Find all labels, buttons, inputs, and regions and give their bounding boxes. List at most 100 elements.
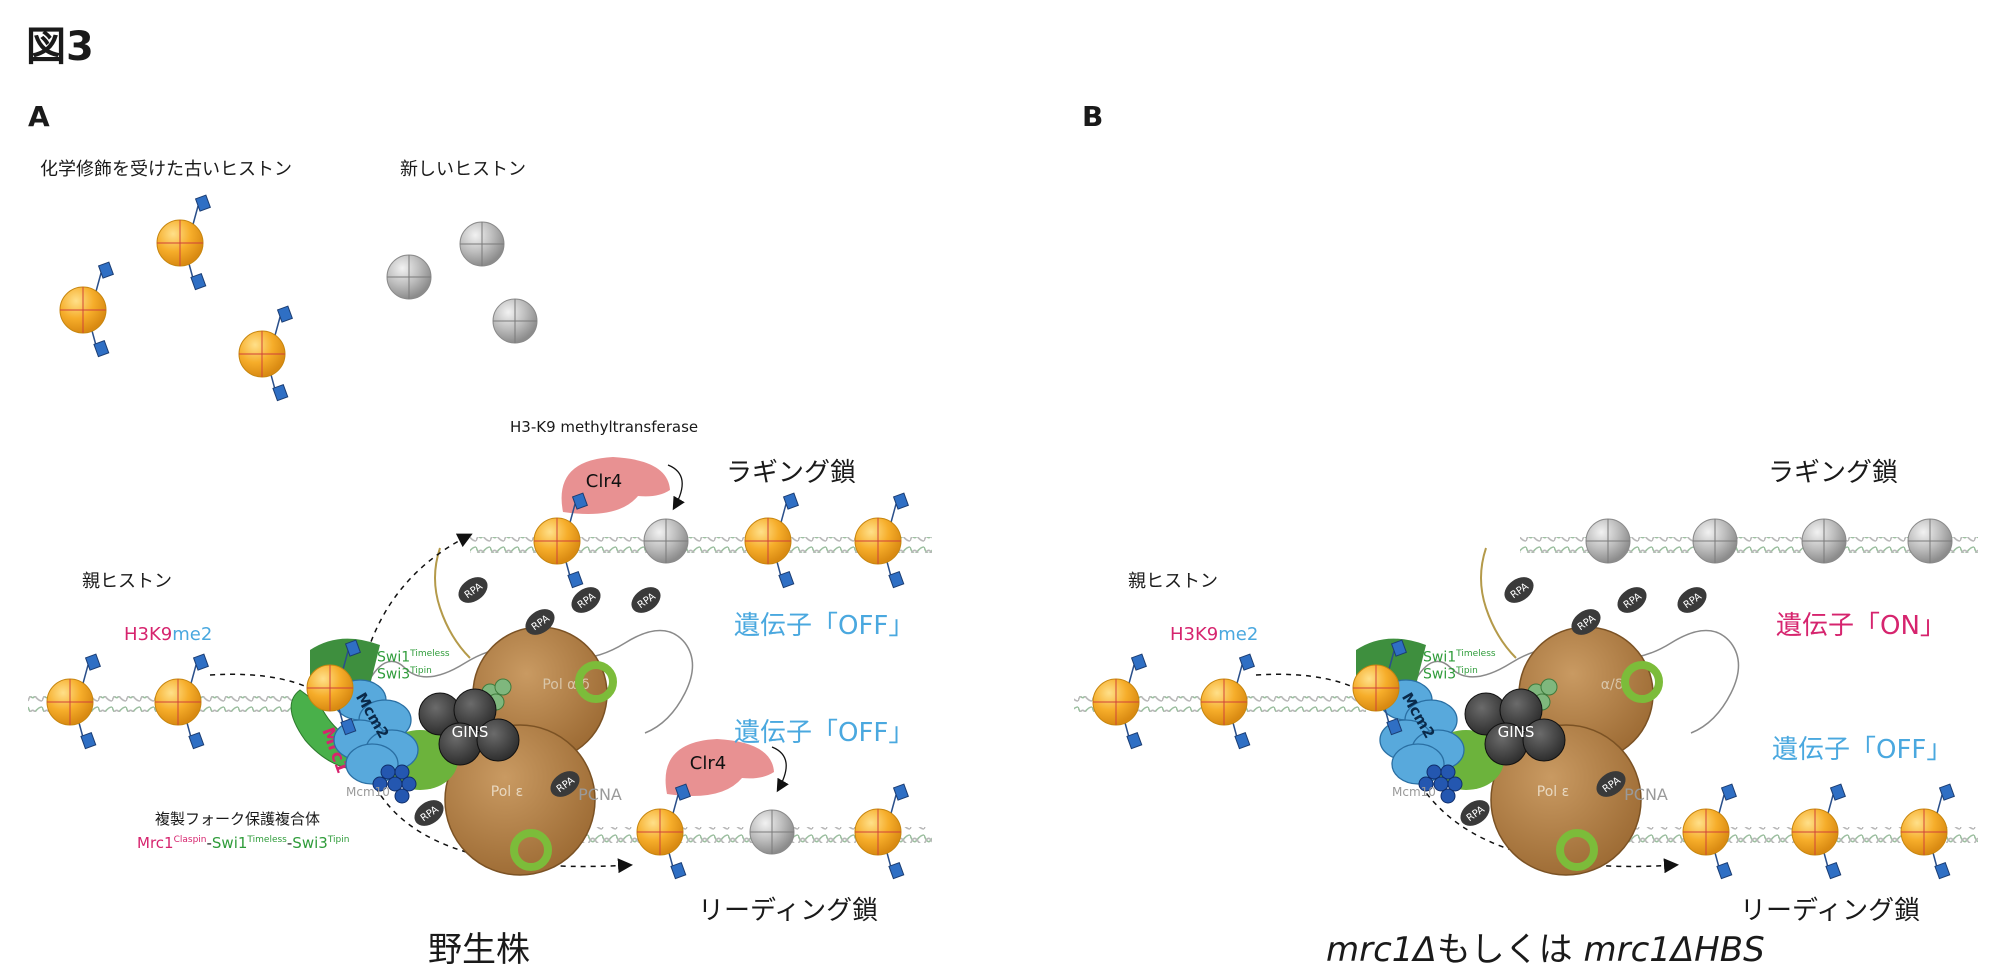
methyl-mark-flag: [190, 272, 207, 291]
transfer-arrow-leading-b: [1399, 739, 1679, 874]
rpa-protein: RPA: [414, 800, 444, 826]
methyl-mark-flag: [188, 731, 205, 750]
old-histone-nucleosome: [306, 639, 361, 736]
methyl-mark-flag: [892, 783, 909, 801]
methyl-mark-flag: [1234, 731, 1251, 750]
methyl-mark-flag: [674, 783, 691, 801]
old-histone-nucleosome: [1791, 783, 1846, 880]
rpa-protein: RPA: [525, 609, 555, 635]
mcm10-subunit: [1440, 788, 1456, 804]
methyl-mark-flag: [888, 861, 905, 880]
methyl-mark-flag: [1825, 861, 1842, 880]
gins-label: GINS: [1498, 723, 1535, 741]
complex-caption: 複製フォーク保護複合体: [155, 810, 321, 828]
old-histone-nucleosome: [744, 492, 799, 589]
pol-alpha-delta-label: α/δ: [1601, 677, 1624, 693]
parent-histone-label-b: 親ヒストン: [1128, 571, 1218, 592]
new-histone-nucleosome: [1801, 518, 1847, 564]
lagging-strand-label-a: ラギング鎖: [726, 458, 857, 488]
lagging-okazaki-dna: [434, 547, 471, 659]
pol-epsilon: [1490, 724, 1642, 876]
gins-complex: GINS: [1464, 688, 1566, 766]
gins-complex: GINS: [418, 688, 520, 766]
panel-b-label: B: [1082, 100, 1104, 133]
methylation-arrow: [771, 746, 789, 793]
strain-wildtype: 野生株: [428, 930, 530, 970]
mcm10-label: Mcm10: [1392, 785, 1436, 799]
swi1-label-a: Swi1Timeless: [377, 649, 450, 666]
old-histone-nucleosome: [636, 783, 691, 880]
new-histone-caption: 新しいヒストン: [400, 159, 526, 180]
methyl-mark-flag: [892, 492, 909, 510]
methyl-mark-flag: [1126, 731, 1143, 750]
new-histone-nucleosome: [643, 518, 689, 564]
mcm10-subunit: [1418, 776, 1434, 792]
pol-epsilon: [444, 724, 596, 876]
methyl-mark-flag: [571, 492, 588, 510]
methyl-mark-flag: [276, 305, 293, 323]
complex-composition: Mrc1Claspin-Swi1Timeless-Swi3Tipin: [137, 834, 350, 852]
pcna-label: PCNA: [578, 785, 622, 804]
old-histone-nucleosome: [1352, 639, 1407, 736]
methyl-mark-flag: [778, 570, 795, 589]
dna-helix: [1520, 537, 1978, 553]
methyl-mark-flag: [1934, 861, 1951, 880]
swi3-label-a: Swi3Tipin: [377, 666, 432, 683]
new-histone-nucleosome: [386, 254, 432, 300]
methylation-arrow: [667, 464, 685, 511]
gene-off-top-a: 遺伝子「OFF」: [734, 611, 915, 641]
gene-on-b: 遺伝子「ON」: [1776, 611, 1946, 641]
methyl-mark-flag: [670, 861, 687, 880]
h3k9-text: H3K9: [124, 624, 173, 645]
swi1-label-b: Swi1Timeless: [1423, 649, 1496, 666]
methyl-mark-flag: [1938, 783, 1955, 801]
clr4-methyltransferase: Clr4: [665, 739, 789, 796]
methyl-mark-flag: [93, 339, 110, 358]
methyl-mark-flag: [84, 653, 101, 671]
old-histone-nucleosome: [238, 305, 293, 402]
pcna-label: PCNA: [1624, 785, 1668, 804]
old-histone-nucleosome: [46, 653, 101, 750]
methyl-mark-flag: [194, 194, 211, 212]
old-histone-nucleosome: [59, 261, 114, 358]
histone-layer: [46, 194, 1955, 880]
new-histone-nucleosome: [1585, 518, 1631, 564]
new-histone-nucleosome: [492, 298, 538, 344]
me2-text: me2: [172, 624, 213, 645]
rpa-protein: RPA: [1596, 771, 1626, 797]
methyl-mark-flag: [782, 492, 799, 510]
clr4-label: Clr4: [586, 471, 622, 492]
methyl-mark-flag: [1720, 783, 1737, 801]
rpa-protein: RPA: [1504, 577, 1534, 603]
methyl-mark-flag: [1130, 653, 1147, 671]
gene-off-bottom-a: 遺伝子「OFF」: [734, 718, 915, 748]
clr4-label: Clr4: [690, 753, 726, 774]
rpa-protein: RPA: [1571, 609, 1601, 635]
transfer-arrow-leading-a: [359, 739, 633, 874]
lagging-strand-label-b: ラギング鎖: [1768, 458, 1899, 488]
new-histone-nucleosome: [749, 809, 795, 855]
rpa-protein: RPA: [458, 577, 488, 603]
mcm10-subunit: [394, 788, 410, 804]
pol-epsilon-label: Pol ε: [491, 784, 523, 800]
methyl-mark-flag: [97, 261, 114, 279]
pcna-clamp-ring: [510, 829, 552, 871]
parent-histone-label-a: 親ヒストン: [82, 571, 172, 592]
rpa-protein: RPA: [550, 771, 580, 797]
old-histone-nucleosome: [1682, 783, 1737, 880]
leading-strand-label-b: リーディング鎖: [1740, 896, 1921, 926]
rpa-protein: RPA: [1617, 587, 1647, 613]
new-histone-nucleosome: [459, 221, 505, 267]
pcna-clamp-ring: [1621, 661, 1663, 703]
clr4-methyltransferase: Clr4: [561, 457, 685, 514]
methyl-mark-flag: [192, 653, 209, 671]
old-histone-caption: 化学修飾を受けた古いヒストン: [40, 159, 292, 180]
old-histone-nucleosome: [854, 783, 909, 880]
swi3-label-b: Swi3Tipin: [1423, 666, 1478, 683]
mcm10-subunit: [1440, 764, 1456, 780]
methyl-mark-flag: [344, 639, 361, 657]
pol-epsilon-label: Pol ε: [1537, 784, 1569, 800]
